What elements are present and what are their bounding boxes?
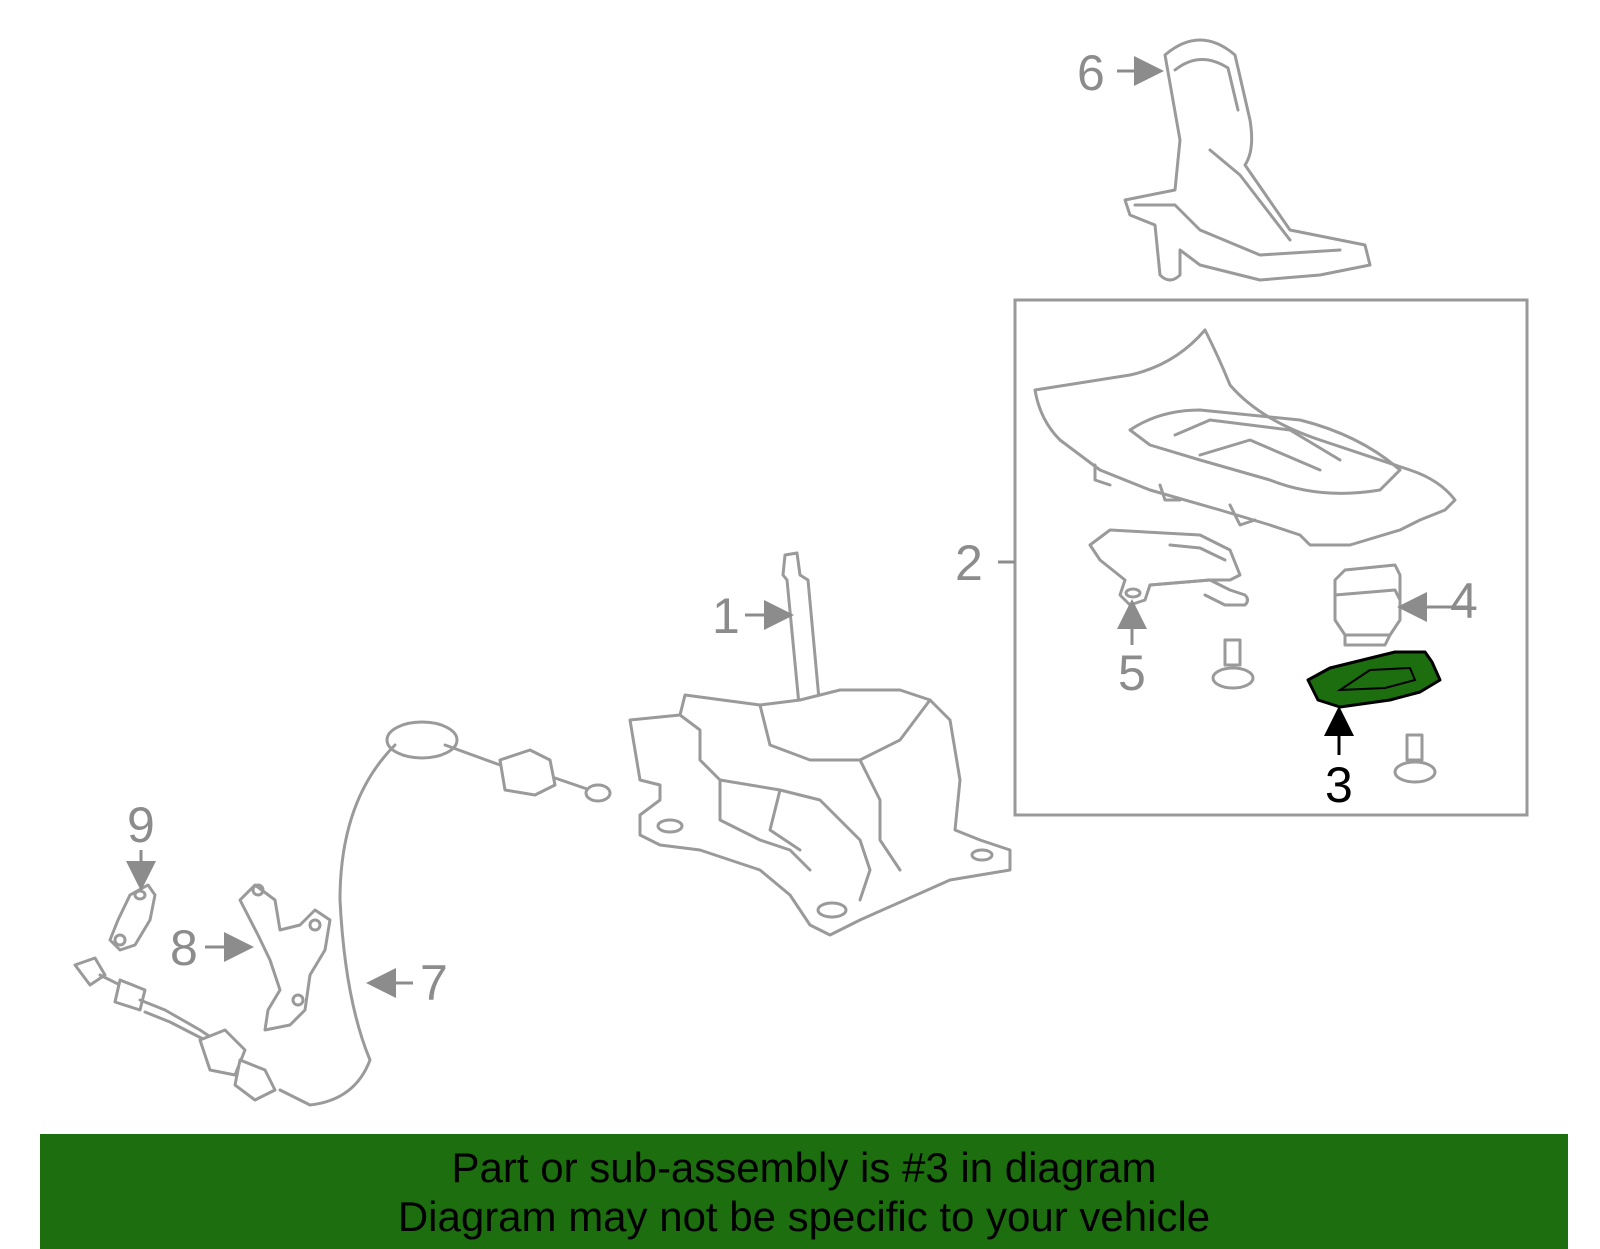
banner-line-disclaimer: Diagram may not be specific to your vehi… [397, 1193, 1211, 1240]
part-8-bracket [238, 883, 332, 1032]
callout-2: 2 [955, 535, 983, 591]
sub-assembly-box [1013, 298, 1529, 817]
banner-line-part-number: Part or sub-assembly is #3 in diagram [451, 1144, 1157, 1191]
part-3-bezel-highlighted [1306, 650, 1442, 709]
part-4-switch [1333, 563, 1402, 647]
screw-upper [1211, 638, 1255, 690]
part-5-switch-bracket [1088, 528, 1249, 607]
screw-lower [1393, 733, 1437, 784]
part-1-shifter-assembly [628, 551, 1012, 937]
part-7-shift-cable [73, 720, 612, 1107]
callout-4: 4 [1450, 573, 1478, 629]
callout-8: 8 [170, 920, 198, 976]
parts-diagram: 6 2 4 5 3 1 7 8 9 [73, 38, 1529, 1107]
callout-9: 9 [127, 797, 155, 853]
part-9-clip [108, 883, 157, 952]
info-banner: Part or sub-assembly is #3 in diagram Di… [40, 1134, 1568, 1249]
callout-1: 1 [712, 588, 740, 644]
callout-5: 5 [1118, 645, 1146, 701]
callout-3: 3 [1325, 757, 1353, 813]
callout-7: 7 [420, 955, 448, 1011]
part-6-shift-knob [1123, 38, 1372, 282]
part-2-trim-plate [1033, 328, 1457, 547]
callout-6: 6 [1077, 45, 1105, 101]
